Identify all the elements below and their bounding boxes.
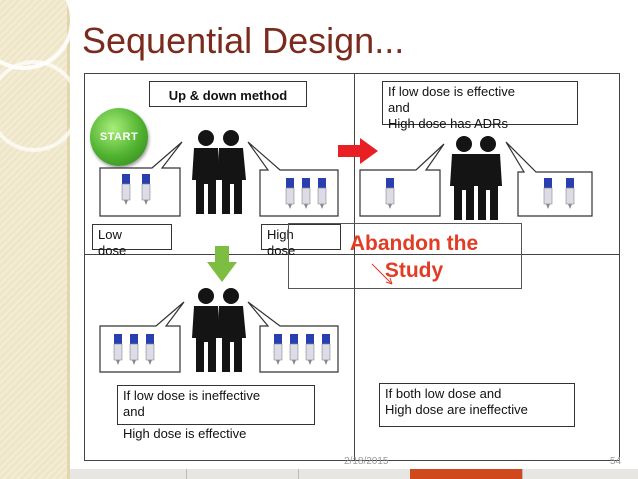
start-button-icon: START [90,108,148,166]
vial-icon [113,334,155,365]
abandon-callout-box [288,223,522,289]
left-speech-bubble [99,141,183,217]
bottom-left-note-overflow: High dose is effective [123,426,247,441]
vial-icon [385,178,395,209]
top-right-note: If low dose is effective and High dose h… [382,81,578,131]
quadrant-frame [84,73,620,461]
footer-bar [70,469,638,479]
footer-divider [186,469,187,479]
vial-icon [285,178,327,209]
method-label-box: Up & down method [149,81,307,107]
right-arrow-icon [338,138,378,164]
left-speech-bubble [359,143,445,217]
bottom-left-note: If low dose is ineffective and [117,385,315,425]
decorative-ring [0,60,80,152]
abandon-callout-text: Abandon the Study [349,232,479,282]
quadrant-vertical-divider [354,73,355,461]
low-dose-label: Low dose [92,224,172,258]
slide-date: 2/18/2015 [344,456,389,467]
bottom-right-note: If both low dose and High dose are ineff… [379,383,575,427]
vial-icon [273,334,331,365]
vial-icon [121,174,151,205]
people-pair-icon [192,288,246,372]
vial-icon [543,178,575,209]
slide-page-number: 54 [610,456,622,467]
down-arrow-icon [207,246,237,282]
start-button-label: START [99,131,139,143]
left-band-edge [67,0,70,479]
footer-accent-segment [410,469,522,479]
callout-pointer [371,263,393,285]
footer-divider [298,469,299,479]
quadrant-horizontal-divider [84,254,620,255]
footer-divider [522,469,523,479]
people-pair-icon [450,136,502,220]
people-pair-icon [192,130,246,214]
slide-title: Sequential Design... [82,20,405,61]
